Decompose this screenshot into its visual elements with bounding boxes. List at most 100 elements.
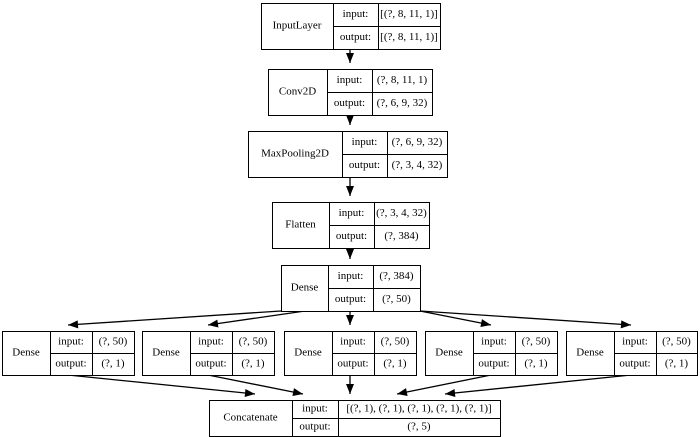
node-layer-name: Dense bbox=[12, 347, 40, 359]
arrow-head-icon bbox=[208, 319, 219, 328]
node-input-label: input: bbox=[481, 336, 507, 348]
edge-line bbox=[67, 374, 256, 395]
edge-line bbox=[396, 374, 492, 395]
node-output-value: (?, 1) bbox=[383, 358, 407, 370]
node-layer-name: Conv2D bbox=[279, 86, 316, 98]
node-output-value: (?, 3, 4, 32) bbox=[392, 159, 443, 171]
node-input-value: (?, 50) bbox=[381, 336, 410, 348]
node-output-value: (?, 50) bbox=[382, 293, 411, 305]
node-input-value: [(?, 1), (?, 1), (?, 1), (?, 1), (?, 1)] bbox=[346, 403, 491, 415]
node-output-value: (?, 5) bbox=[407, 421, 431, 433]
node-input-label: input: bbox=[198, 336, 224, 348]
edge-dense-main-to-dense-head-1 bbox=[67, 310, 282, 329]
edge-dense-main-to-dense-head-5 bbox=[419, 310, 632, 329]
edge-line bbox=[419, 310, 492, 326]
arrow-head-icon bbox=[292, 388, 303, 396]
node-output-label: output: bbox=[299, 421, 330, 433]
node-output-value: (?, 1) bbox=[665, 358, 689, 370]
node-input-label: input: bbox=[339, 207, 365, 219]
arrow-head-icon bbox=[346, 53, 354, 63]
arrow-head-icon bbox=[346, 115, 354, 125]
edge-input-layer-to-conv2d bbox=[346, 49, 354, 63]
arrow-head-icon bbox=[68, 320, 79, 329]
node-output-value: (?, 1) bbox=[524, 358, 548, 370]
arrow-head-icon bbox=[397, 388, 408, 396]
edge-dense-head-2-to-concatenate bbox=[207, 374, 304, 396]
node-input-label: input: bbox=[338, 270, 364, 282]
node-layer-name: Concatenate bbox=[223, 412, 277, 424]
node-input-label: input: bbox=[337, 74, 363, 86]
node-layer-name: MaxPooling2D bbox=[261, 148, 329, 160]
node-output-label: output: bbox=[619, 358, 650, 370]
node-output-label: output: bbox=[335, 293, 366, 305]
node-dense-head-2[interactable]: Dense input: output: (?, 50) (?, 1) bbox=[142, 331, 275, 376]
node-output-label: output: bbox=[337, 358, 368, 370]
edges-group bbox=[67, 49, 632, 397]
edge-dense-main-to-dense-head-4 bbox=[419, 310, 492, 327]
edge-conv2d-to-maxpooling2d bbox=[346, 115, 354, 125]
node-output-value: (?, 384) bbox=[384, 230, 419, 242]
node-layer-name: Flatten bbox=[285, 219, 316, 231]
edge-line bbox=[67, 310, 282, 326]
node-dense-head-3[interactable]: Dense input: output: (?, 50) (?, 1) bbox=[284, 331, 417, 376]
node-input-value: (?, 50) bbox=[522, 336, 551, 348]
node-output-label: output: bbox=[195, 358, 226, 370]
nodes-group: InputLayer input: output: [(?, 8, 11, 1)] [(… bbox=[2, 3, 698, 437]
arrow-head-icon bbox=[346, 186, 354, 196]
edge-line bbox=[419, 310, 632, 326]
node-layer-name: Dense bbox=[152, 347, 180, 359]
node-output-label: output: bbox=[55, 358, 86, 370]
edge-dense-head-3-to-concatenate bbox=[346, 375, 354, 394]
node-input-label: input: bbox=[58, 336, 84, 348]
node-dense-head-4[interactable]: Dense input: output: (?, 50) (?, 1) bbox=[425, 331, 558, 376]
node-dense-head-5[interactable]: Dense input: output: (?, 50) (?, 1) bbox=[566, 331, 698, 376]
edge-dense-head-5-to-concatenate bbox=[444, 374, 632, 397]
node-layer-name: Dense bbox=[576, 347, 604, 359]
node-output-value: (?, 1) bbox=[241, 358, 265, 370]
node-input-label: input: bbox=[352, 136, 378, 148]
arrow-head-icon bbox=[480, 319, 491, 327]
edge-dense-head-1-to-concatenate bbox=[67, 374, 256, 397]
arrow-head-icon bbox=[346, 315, 354, 325]
edge-dense-main-to-dense-head-3 bbox=[346, 311, 354, 325]
edge-maxpooling2d-to-flatten bbox=[346, 177, 354, 196]
node-layer-name: InputLayer bbox=[273, 20, 322, 32]
node-input-value: (?, 50) bbox=[99, 336, 128, 348]
node-output-value: (?, 1) bbox=[101, 358, 125, 370]
edge-dense-head-4-to-concatenate bbox=[396, 374, 492, 396]
arrow-head-icon bbox=[445, 389, 456, 397]
edge-line bbox=[444, 374, 632, 395]
node-layer-name: Dense bbox=[435, 347, 463, 359]
edge-line bbox=[207, 310, 306, 326]
arrow-head-icon bbox=[346, 384, 354, 394]
node-input-value: (?, 6, 9, 32) bbox=[392, 136, 443, 148]
node-input-label: input: bbox=[343, 8, 369, 20]
node-input-value: (?, 8, 11, 1) bbox=[377, 74, 428, 86]
node-input-label: input: bbox=[302, 403, 328, 415]
node-input-layer[interactable]: InputLayer input: output: [(?, 8, 11, 1)] [(… bbox=[261, 3, 441, 50]
node-output-label: output: bbox=[478, 358, 509, 370]
node-input-value: [(?, 8, 11, 1)] bbox=[380, 8, 438, 20]
node-output-label: output: bbox=[336, 230, 367, 242]
node-output-value: [(?, 8, 11, 1)] bbox=[380, 31, 438, 43]
node-layer-name: Dense bbox=[291, 282, 319, 294]
node-concatenate[interactable]: Concatenate input: output: [(?, 1), (?, 1),… bbox=[209, 400, 501, 437]
node-input-label: input: bbox=[340, 336, 366, 348]
node-output-value: (?, 6, 9, 32) bbox=[377, 97, 428, 109]
node-layer-name: Dense bbox=[294, 347, 322, 359]
node-output-label: output: bbox=[340, 31, 371, 43]
node-input-value: (?, 3, 4, 32) bbox=[376, 207, 427, 219]
node-dense-head-1[interactable]: Dense input: output: (?, 50) (?, 1) bbox=[2, 331, 135, 376]
node-flatten[interactable]: Flatten input: output: (?, 3, 4, 32) (?, 384… bbox=[272, 202, 430, 249]
arrow-head-icon bbox=[244, 389, 255, 397]
arrow-head-icon bbox=[620, 320, 631, 329]
node-input-value: (?, 50) bbox=[662, 336, 691, 348]
node-input-label: input: bbox=[622, 336, 648, 348]
node-input-value: (?, 384) bbox=[379, 270, 414, 282]
node-input-value: (?, 50) bbox=[239, 336, 268, 348]
node-dense-main[interactable]: Dense input: output: (?, 384) (?, 50) bbox=[281, 265, 421, 312]
